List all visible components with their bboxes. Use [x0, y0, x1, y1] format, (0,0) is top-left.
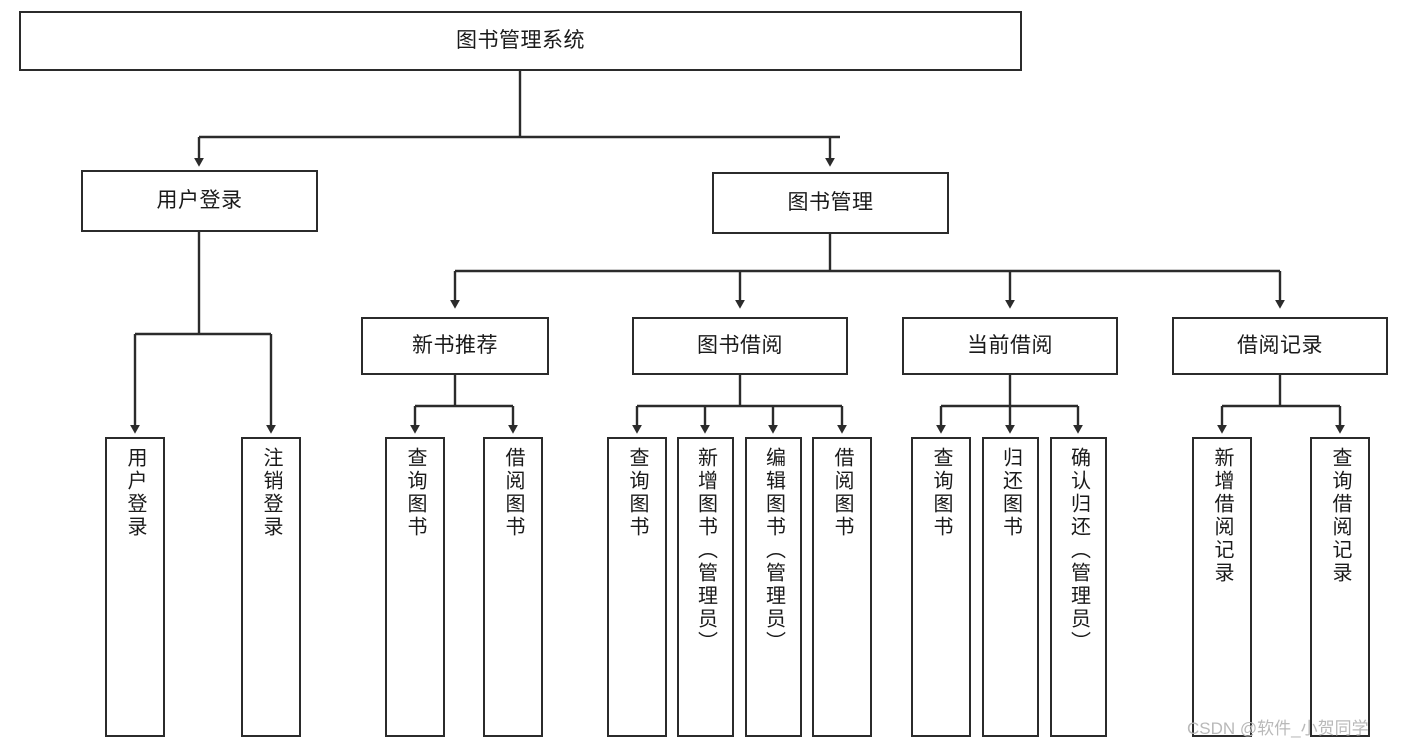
node-book-borrow[interactable]: 图书借阅: [632, 317, 848, 375]
node-user-login[interactable]: 用户登录: [81, 170, 318, 232]
node-label: 图书管理: [787, 190, 874, 214]
node-label: 注销登录: [260, 447, 282, 539]
leaf-node-add-book-admin[interactable]: 新增图书（管理员）: [677, 437, 734, 737]
node-current-borrow[interactable]: 当前借阅: [902, 317, 1118, 375]
node-label: 当前借阅: [967, 333, 1053, 357]
node-label: 用户登录: [124, 447, 146, 539]
leaf-node-borrow-book-recommend[interactable]: 借阅图书: [483, 437, 543, 737]
node-label: 查询图书: [930, 447, 952, 539]
node-label: 图书借阅: [697, 333, 783, 357]
node-label: 查询图书: [404, 447, 426, 539]
node-book-management[interactable]: 图书管理: [712, 172, 949, 234]
node-label: 借阅图书: [831, 447, 853, 539]
csdn-watermark: CSDN @软件_小贺同学: [1187, 719, 1369, 738]
node-label: 用户登录: [156, 188, 243, 212]
leaf-node-user-login[interactable]: 用户登录: [105, 437, 165, 737]
node-new-book-recommend[interactable]: 新书推荐: [361, 317, 549, 375]
leaf-node-confirm-return-admin[interactable]: 确认归还（管理员）: [1050, 437, 1107, 737]
leaf-node-query-borrow-record[interactable]: 查询借阅记录: [1310, 437, 1370, 737]
node-label: 新增借阅记录: [1211, 447, 1233, 585]
node-label: 借阅记录: [1237, 333, 1323, 357]
node-label: 确认归还（管理员）: [1067, 447, 1090, 654]
node-label: 查询图书: [626, 447, 648, 539]
node-label: 新书推荐: [412, 333, 498, 357]
node-label: 查询借阅记录: [1329, 447, 1351, 585]
node-root-book-management-system[interactable]: 图书管理系统: [19, 11, 1022, 71]
leaf-node-logout[interactable]: 注销登录: [241, 437, 301, 737]
leaf-node-add-borrow-record[interactable]: 新增借阅记录: [1192, 437, 1252, 737]
leaf-node-return-book[interactable]: 归还图书: [982, 437, 1039, 737]
node-label: 借阅图书: [502, 447, 524, 539]
leaf-node-edit-book-admin[interactable]: 编辑图书（管理员）: [745, 437, 802, 737]
leaf-node-query-book-borrow[interactable]: 查询图书: [607, 437, 667, 737]
node-label: 新增图书（管理员）: [694, 447, 717, 654]
node-label: 编辑图书（管理员）: [762, 447, 785, 654]
node-label: 归还图书: [999, 447, 1022, 539]
node-label: 图书管理系统: [456, 28, 585, 52]
leaf-node-borrow-book[interactable]: 借阅图书: [812, 437, 872, 737]
node-borrow-record[interactable]: 借阅记录: [1172, 317, 1388, 375]
leaf-node-query-book-current[interactable]: 查询图书: [911, 437, 971, 737]
leaf-node-query-book-recommend[interactable]: 查询图书: [385, 437, 445, 737]
